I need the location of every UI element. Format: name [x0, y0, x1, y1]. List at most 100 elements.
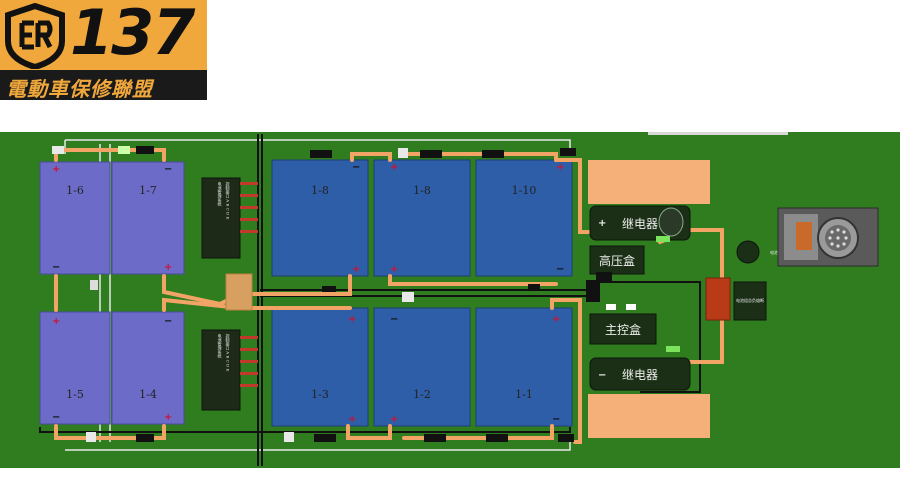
module-1-4	[111, 311, 185, 425]
relay-top: + 继电器	[589, 205, 691, 241]
relay-bottom-polarity: −	[598, 370, 606, 381]
connector	[86, 432, 96, 442]
cell-labels: 1-6 1-7 1-5 1-4 1-8 1-8 1-10 1-3 1-2 1-1	[66, 184, 536, 401]
relay-bottom-label: 继电器	[622, 368, 658, 382]
cell-label-1-2: 1-2	[413, 388, 431, 401]
module-1-10	[475, 159, 573, 277]
relay-bottom: − 继电器	[589, 357, 691, 391]
connector	[322, 286, 336, 292]
polarity-1-6-bottom: −	[52, 262, 60, 273]
white-terminal	[626, 304, 636, 310]
logo-bottom-band	[0, 70, 207, 100]
connector	[420, 150, 442, 158]
main-control-box: 主控盒	[589, 313, 657, 345]
bms-top-line-1: 电池管理系统	[218, 181, 223, 207]
connector	[528, 284, 540, 290]
connector	[310, 150, 332, 158]
module-1-6	[39, 161, 111, 275]
peach-pad-bottom	[588, 394, 710, 438]
bms-bottom-line-2: 控制接口 A B C D E	[226, 333, 231, 372]
cell-label-1-10: 1-10	[512, 184, 537, 197]
black-bus	[39, 134, 701, 466]
white-terminal	[606, 304, 616, 310]
polarity-1-10-top: +	[556, 162, 564, 173]
main-control-label: 主控盒	[605, 322, 641, 337]
polarity-1-3-bottom: +	[348, 414, 356, 425]
svg-text:电池组总负熔断: 电池组总负熔断	[736, 297, 764, 303]
peach-pad-top	[588, 160, 710, 204]
bms-top-line-2: 控制接口 A B C D E	[226, 181, 231, 220]
connector	[398, 148, 408, 158]
polarity-1-1-top: +	[552, 314, 560, 325]
module-1-8a	[271, 159, 369, 277]
external-connector-icon	[777, 207, 879, 267]
fuse-label-bottom: 电池组总负熔断	[733, 281, 767, 321]
relay-top-polarity: +	[598, 218, 606, 229]
cell-label-1-8b: 1-8	[413, 184, 431, 197]
connector	[424, 434, 446, 442]
polarity-1-10-bottom: −	[556, 264, 564, 275]
shield-icon	[5, 3, 65, 69]
connector	[118, 146, 130, 154]
module-1-5	[39, 311, 111, 425]
brand-logo: 137 電動車保修聯盟	[0, 0, 207, 101]
connector	[558, 434, 574, 442]
board-top-strip	[648, 132, 788, 135]
battery-modules	[39, 159, 573, 427]
module-1-2	[373, 307, 471, 427]
connector	[136, 146, 154, 154]
module-1-1	[475, 307, 573, 427]
polarity-1-6-top: +	[52, 164, 60, 175]
polarity-1-8b-top: +	[390, 162, 398, 173]
indicator-light	[666, 346, 680, 352]
orange-cables	[54, 148, 724, 444]
connector	[52, 146, 64, 154]
cell-label-1-1: 1-1	[515, 388, 533, 401]
cell-label-1-7: 1-7	[139, 184, 157, 197]
polarity-1-4-top: −	[164, 316, 172, 327]
polarity-1-2-top: −	[390, 314, 398, 325]
polarity-marks: + − − + + − − + − + + + + − + + − + + −	[52, 162, 564, 425]
main-fuse	[705, 277, 731, 321]
connector	[284, 432, 294, 442]
connector	[560, 148, 576, 156]
connector	[402, 292, 414, 302]
polarity-1-1-bottom: −	[552, 414, 560, 425]
bms-top: 电池管理系统 控制接口 A B C D E	[201, 177, 258, 259]
logo-number: 137	[70, 0, 195, 69]
polarity-1-2-bottom: +	[390, 414, 398, 425]
logo-slogan: 電動車保修聯盟	[6, 77, 153, 101]
polarity-1-5-top: +	[52, 316, 60, 327]
cell-label-1-5: 1-5	[66, 388, 84, 401]
cell-label-1-3: 1-3	[311, 388, 329, 401]
battery-pack-wiring-diagram: 1-6 1-7 1-5 1-4 1-8 1-8 1-10 1-3 1-2 1-1…	[0, 132, 900, 468]
polarity-1-7-top: −	[164, 164, 172, 175]
connector	[486, 434, 508, 442]
module-1-7	[111, 161, 185, 275]
polarity-1-8b-bottom: +	[390, 264, 398, 275]
center-junction	[225, 273, 253, 311]
connectors	[52, 146, 600, 442]
polarity-1-5-bottom: −	[52, 412, 60, 423]
polarity-1-8a-bottom: +	[352, 264, 360, 275]
hv-box-label: 高压盒	[599, 253, 635, 268]
cell-label-1-8a: 1-8	[311, 184, 329, 197]
polarity-1-3-top: +	[348, 314, 356, 325]
hv-box: 高压盒	[589, 245, 645, 275]
polarity-1-4-bottom: +	[164, 412, 172, 423]
cell-label-1-4: 1-4	[139, 388, 157, 401]
cell-label-1-6: 1-6	[66, 184, 84, 197]
indicator-light	[656, 236, 670, 242]
module-1-8b	[373, 159, 471, 277]
connector	[586, 280, 600, 302]
bms-bottom: 电池管理系统 控制接口 A B C D E	[201, 329, 258, 411]
polarity-1-7-bottom: +	[164, 262, 172, 273]
polarity-1-8a-top: −	[352, 162, 360, 173]
connector	[482, 150, 504, 158]
connector	[136, 434, 154, 442]
bms-bottom-line-1: 电池管理系统	[218, 333, 223, 359]
connector	[314, 434, 336, 442]
module-1-3	[271, 307, 369, 427]
hv-box-connector	[596, 272, 612, 282]
relay-top-label: 继电器	[622, 217, 658, 231]
